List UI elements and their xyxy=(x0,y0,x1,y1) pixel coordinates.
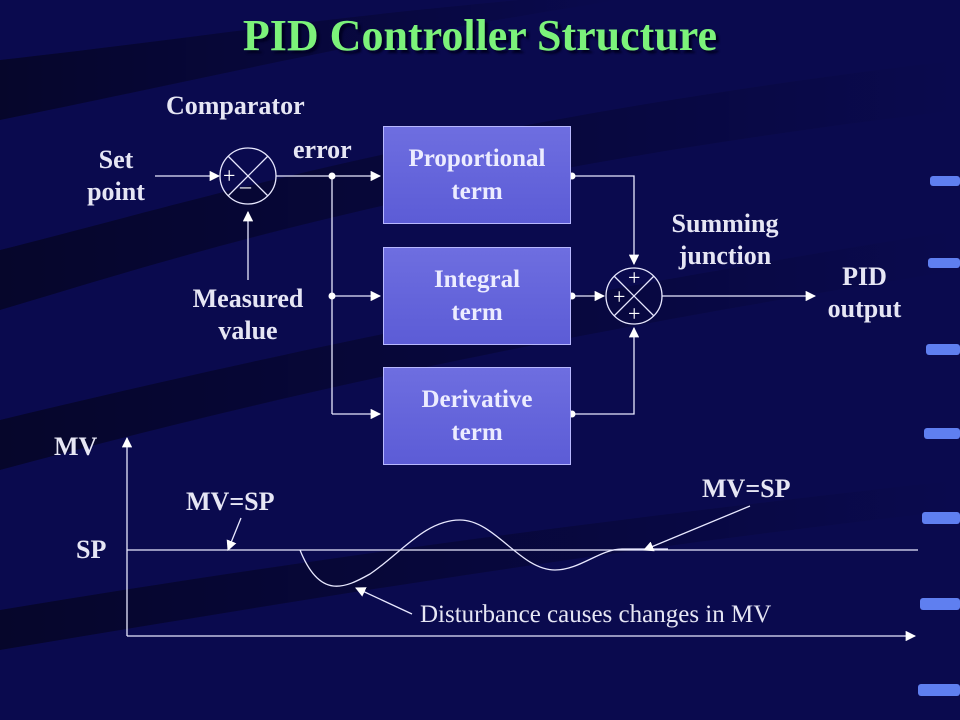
comparator-minus-sign: – xyxy=(240,173,251,198)
annotation-left-arrow xyxy=(226,517,242,551)
sp-label: SP xyxy=(76,535,107,564)
pid-output-label: PID output xyxy=(827,262,902,323)
measured-value-label: Measured value xyxy=(192,284,304,345)
mv-response-curve xyxy=(299,519,668,587)
disturbance-note: Disturbance causes changes in MV xyxy=(420,601,772,628)
integral-block: Integral term xyxy=(383,247,571,345)
page-title: PID Controller Structure xyxy=(242,11,718,60)
sum-left-plus-sign: + xyxy=(613,284,626,309)
proportional-line1: Proportional xyxy=(408,145,546,172)
annotation-left: MV=SP xyxy=(186,487,275,516)
proportional-line2: term xyxy=(451,178,503,205)
annotation-right: MV=SP xyxy=(702,474,791,503)
annotation-right-arrow xyxy=(643,505,751,552)
proportional-to-sum xyxy=(572,175,640,266)
integral-line2: term xyxy=(451,299,503,326)
comparator-label: Comparator xyxy=(166,91,305,120)
sum-top-plus-sign: + xyxy=(628,265,641,290)
comparator-plus-sign: + xyxy=(223,163,236,188)
integral-line1: Integral xyxy=(433,266,521,293)
derivative-line1: Derivative xyxy=(421,386,533,413)
sum-bottom-plus-sign: + xyxy=(628,301,641,326)
mv-axis-label: MV xyxy=(54,432,98,461)
derivative-block: Derivative term xyxy=(383,367,571,465)
derivative-to-sum xyxy=(572,326,640,415)
set-point-label: Set point xyxy=(87,145,145,206)
proportional-block: Proportional term xyxy=(383,126,571,224)
derivative-line2: term xyxy=(451,419,503,446)
error-label: error xyxy=(293,135,352,164)
disturbance-arrow xyxy=(355,587,413,615)
summing-junction-label: Summing junction xyxy=(671,209,779,270)
